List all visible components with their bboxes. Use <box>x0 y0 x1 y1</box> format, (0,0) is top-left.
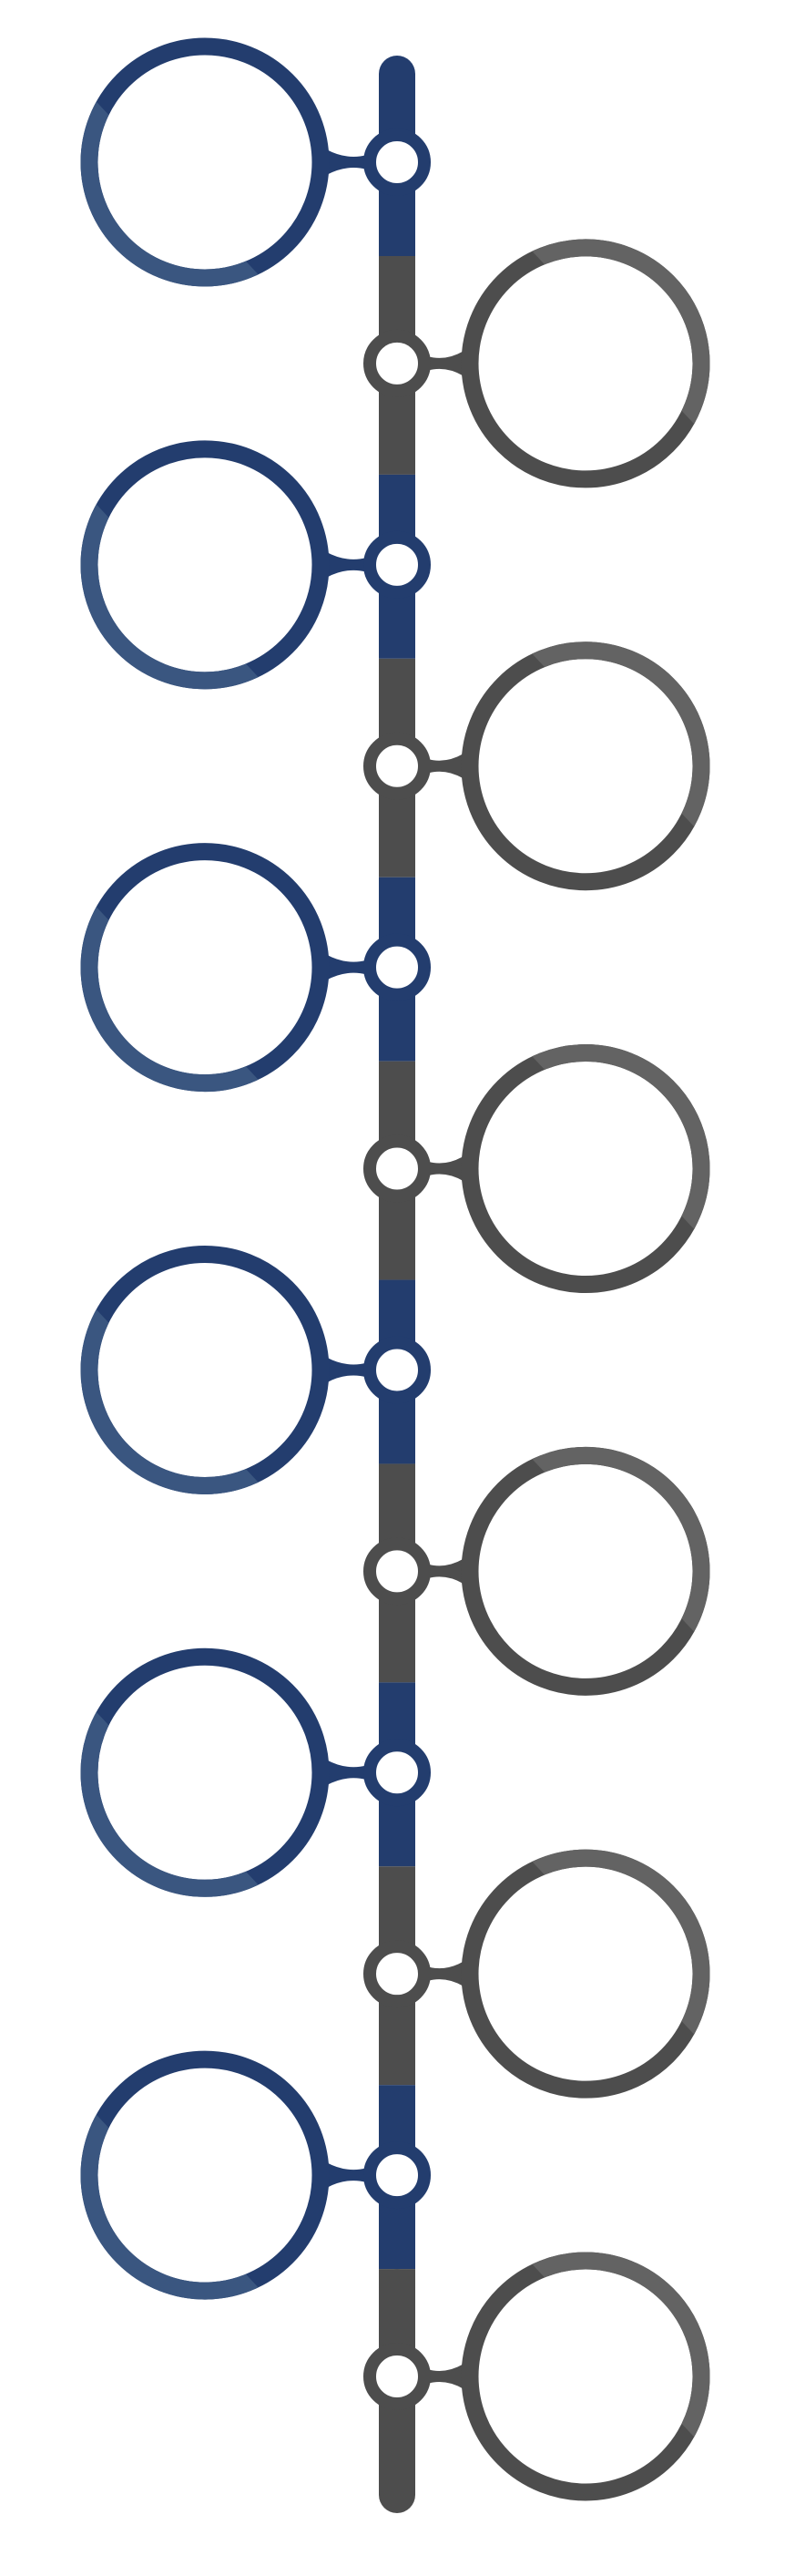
timeline-item-12 <box>363 2252 710 2501</box>
timeline-item-10 <box>363 1849 710 2099</box>
timeline-node <box>363 732 431 800</box>
connector-line <box>427 753 464 779</box>
connector-line <box>326 1357 367 1383</box>
timeline-item-9 <box>80 1647 431 1897</box>
timeline-node <box>363 329 431 397</box>
connector-line <box>427 1961 464 1987</box>
timeline-item-11 <box>80 2050 431 2300</box>
connector-line <box>427 2364 464 2389</box>
timeline-circle-highlight <box>80 477 278 690</box>
timeline-item-2 <box>363 239 710 488</box>
connector-line <box>326 954 367 980</box>
timeline-node <box>363 1134 431 1203</box>
timeline-circle-highlight <box>513 239 710 450</box>
connector-line <box>427 350 464 376</box>
timeline-circle-highlight <box>513 1446 710 1658</box>
connector-line <box>326 2162 367 2189</box>
timeline-node <box>363 128 431 196</box>
timeline-node <box>363 2141 431 2210</box>
connector-line <box>427 1155 464 1182</box>
connector-line <box>427 1558 464 1585</box>
timeline-item-6 <box>363 1044 710 1294</box>
timeline-node <box>363 1336 431 1404</box>
timeline-circle-highlight <box>80 76 278 287</box>
timeline-circle-highlight <box>80 880 278 1093</box>
timeline-circle-highlight <box>80 1686 278 1897</box>
connector-line <box>326 1760 367 1786</box>
connector-line <box>326 551 367 578</box>
timeline-item-4 <box>363 641 710 891</box>
timeline-circle-highlight <box>513 2252 710 2463</box>
timeline-item-5 <box>80 843 431 1093</box>
timeline-item-1 <box>80 37 431 287</box>
timeline-node <box>363 1739 431 1807</box>
timeline-circle-highlight <box>513 1044 710 1256</box>
timeline-item-7 <box>80 1245 431 1494</box>
timeline-node <box>363 1537 431 1606</box>
timeline-circle-highlight <box>80 2089 278 2300</box>
timeline-node <box>363 933 431 1001</box>
timeline-item-8 <box>363 1446 710 1696</box>
timeline-node <box>363 1940 431 2008</box>
timeline-circle-highlight <box>513 641 710 853</box>
timeline-circle-highlight <box>513 1849 710 2061</box>
timeline-node <box>363 530 431 599</box>
timeline-item-3 <box>80 440 431 690</box>
connector-line <box>326 149 367 175</box>
timeline-node <box>363 2343 431 2410</box>
timeline-circle-highlight <box>80 1283 278 1494</box>
